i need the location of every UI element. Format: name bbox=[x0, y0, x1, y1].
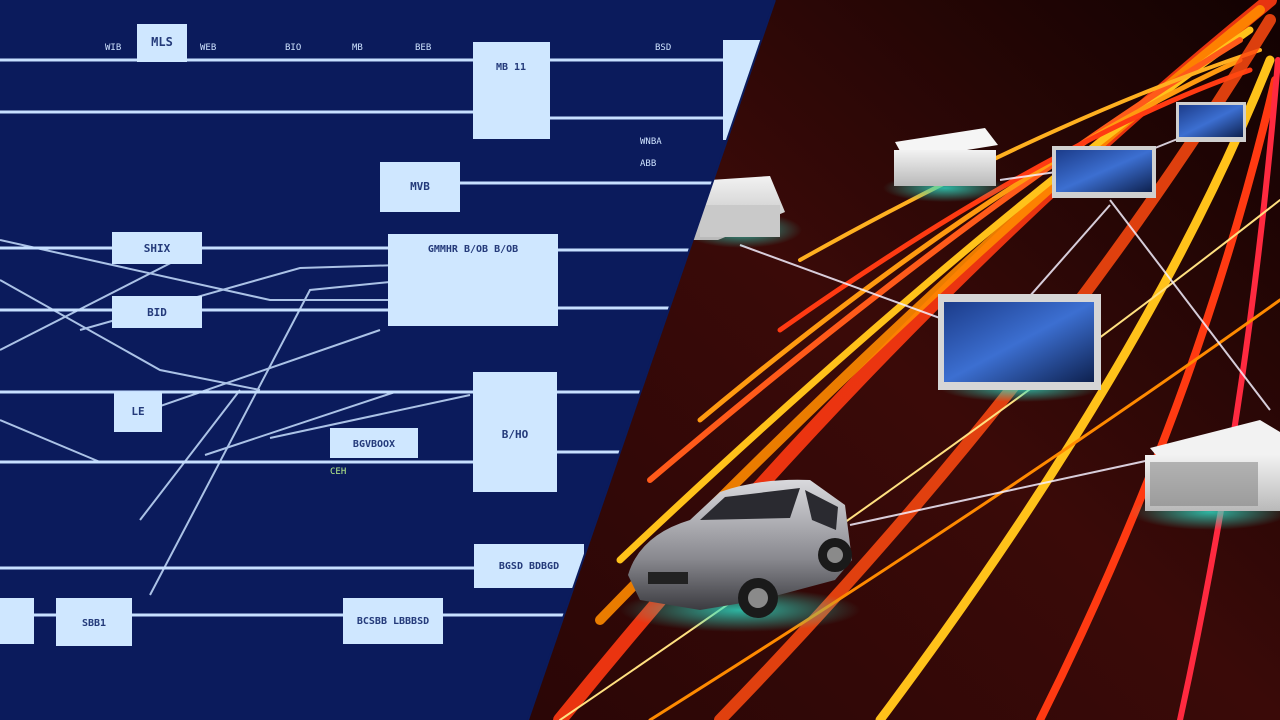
block-b7: LE bbox=[114, 392, 162, 432]
svg-text:BSD: BSD bbox=[655, 43, 671, 53]
block-b8: BGVBOOX bbox=[330, 428, 418, 458]
top-labels: WIB WEB BIO MB BEB BSD bbox=[105, 43, 671, 53]
block-edge-left bbox=[0, 598, 34, 644]
block-b2: MB 11 bbox=[473, 42, 550, 139]
svg-text:BGSD BDBGD: BGSD BDBGD bbox=[499, 561, 559, 572]
block-b12: BCSBB LBBBSD bbox=[343, 598, 443, 644]
car bbox=[620, 479, 860, 632]
svg-text:ABB: ABB bbox=[640, 159, 656, 169]
server-1 bbox=[682, 176, 802, 248]
svg-text:MLS: MLS bbox=[151, 35, 173, 49]
svg-text:B/HO: B/HO bbox=[502, 428, 529, 441]
block-b9: B/HO bbox=[473, 372, 557, 492]
svg-text:BCSBB LBBBSD: BCSBB LBBBSD bbox=[357, 616, 429, 627]
server-2 bbox=[883, 128, 1007, 202]
svg-text:LE: LE bbox=[131, 405, 144, 418]
svg-text:SBB1: SBB1 bbox=[82, 618, 106, 629]
panel-divider bbox=[527, 0, 776, 720]
svg-text:MVB: MVB bbox=[410, 180, 430, 193]
svg-text:BIO: BIO bbox=[285, 43, 301, 53]
block-b11: SBB1 bbox=[56, 598, 132, 646]
block-b3: MVB bbox=[380, 162, 460, 212]
svg-text:WEB: WEB bbox=[200, 43, 216, 53]
svg-text:WNBA: WNBA bbox=[640, 137, 662, 147]
svg-text:WIB: WIB bbox=[105, 43, 121, 53]
block-b1: MLS bbox=[137, 24, 187, 62]
svg-text:GMMHR B/OB B/OB: GMMHR B/OB B/OB bbox=[428, 244, 518, 255]
svg-text:MB: MB bbox=[352, 43, 363, 53]
svg-text:SHIX: SHIX bbox=[144, 242, 171, 255]
svg-text:BGVBOOX: BGVBOOX bbox=[353, 439, 395, 450]
svg-text:CEH: CEH bbox=[330, 467, 346, 477]
block-b4: GMMHR B/OB B/OB bbox=[388, 234, 558, 326]
diagram-diagonals bbox=[0, 239, 471, 596]
monitor-3 bbox=[938, 294, 1101, 402]
block-b5: SHIX bbox=[112, 232, 202, 264]
monitor-2 bbox=[1176, 102, 1246, 142]
svg-text:BID: BID bbox=[147, 306, 167, 319]
monitor-1 bbox=[1052, 146, 1156, 198]
block-b6: BID bbox=[112, 296, 202, 328]
block-b10: BGSD BDBGD bbox=[474, 544, 584, 588]
svg-text:MB 11: MB 11 bbox=[496, 62, 526, 73]
small-labels: WNBA ABB CEH bbox=[330, 137, 662, 477]
server-3 bbox=[1130, 420, 1280, 530]
svg-text:BEB: BEB bbox=[415, 43, 431, 53]
